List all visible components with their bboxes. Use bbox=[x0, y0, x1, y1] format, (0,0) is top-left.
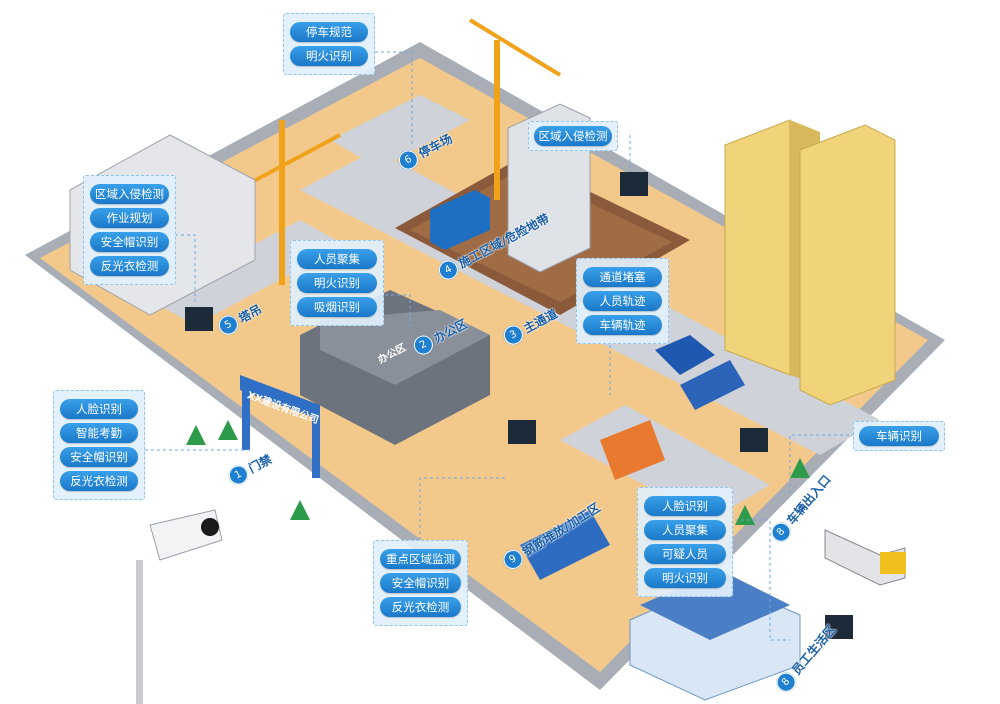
leader-line bbox=[735, 519, 790, 641]
panel-rebar: 重点区域监测 安全帽识别 反光衣检测 bbox=[373, 540, 468, 626]
feature-pill: 明火识别 bbox=[644, 568, 726, 588]
camera-lens bbox=[201, 518, 219, 536]
dump-truck-blue bbox=[680, 360, 745, 410]
brick-stack bbox=[600, 420, 665, 480]
parking-lot bbox=[330, 95, 470, 168]
tower-block-1 bbox=[724, 119, 791, 376]
feature-pill: 反光衣检测 bbox=[60, 471, 138, 491]
panel-tower-crane: 区域入侵检测 作业规划 安全帽识别 反光衣检测 bbox=[83, 175, 176, 285]
feature-pill: 人脸识别 bbox=[60, 399, 138, 419]
crane-jib-1 bbox=[468, 18, 562, 77]
panel-pit: 区域入侵检测 bbox=[528, 121, 618, 151]
panel-parking: 停车规范 明火识别 bbox=[283, 13, 375, 75]
leader-line bbox=[419, 477, 505, 540]
feature-pill: 吸烟识别 bbox=[297, 297, 377, 317]
tree bbox=[186, 425, 206, 445]
leader-line bbox=[175, 234, 196, 305]
feature-pill: 明火识别 bbox=[297, 273, 377, 293]
feature-pill: 反光衣检测 bbox=[90, 256, 169, 276]
gate-pillar-right bbox=[312, 418, 320, 478]
site-container bbox=[430, 190, 490, 250]
feature-pill: 人员聚集 bbox=[644, 520, 726, 540]
feature-pill: 人员聚集 bbox=[297, 249, 377, 269]
feature-pill: 通道堵塞 bbox=[583, 267, 662, 287]
feature-pill: 车辆识别 bbox=[859, 426, 939, 446]
office-roof bbox=[320, 310, 490, 385]
truck-cab bbox=[880, 552, 906, 574]
leader-line bbox=[789, 434, 855, 495]
panel-dorm: 人脸识别 人员聚集 可疑人员 明火识别 bbox=[637, 487, 733, 597]
panel-vehicle-exit: 车辆识别 bbox=[853, 421, 945, 451]
feature-pill: 车辆轨迹 bbox=[583, 315, 662, 335]
ai-box bbox=[508, 420, 536, 444]
ai-box bbox=[620, 172, 648, 196]
feature-pill: 人员轨迹 bbox=[583, 291, 662, 311]
feature-pill: 安全帽识别 bbox=[60, 447, 138, 467]
feature-pill: 明火识别 bbox=[290, 46, 368, 66]
ai-box bbox=[185, 307, 213, 331]
excavator bbox=[655, 335, 715, 375]
feature-pill: 反光衣检测 bbox=[380, 597, 461, 617]
gate-arch bbox=[240, 375, 320, 420]
feature-pill: 人脸识别 bbox=[644, 496, 726, 516]
feature-pill: 区域入侵检测 bbox=[534, 126, 612, 146]
panel-road: 通道堵塞 人员轨迹 车辆轨迹 bbox=[576, 258, 669, 344]
ai-box bbox=[825, 615, 853, 639]
dorm-roof bbox=[640, 570, 790, 640]
panel-office: 人员聚集 明火识别 吸烟识别 bbox=[290, 240, 384, 326]
feature-pill: 停车规范 bbox=[290, 22, 368, 42]
feature-pill: 区域入侵检测 bbox=[90, 184, 169, 204]
leader-line bbox=[375, 51, 413, 145]
tree bbox=[290, 500, 310, 520]
feature-pill: 安全帽识别 bbox=[380, 573, 461, 593]
panel-gate: 人脸识别 智能考勤 安全帽识别 反光衣检测 bbox=[53, 390, 145, 500]
tower-block-2 bbox=[799, 124, 896, 406]
feature-pill: 作业规划 bbox=[90, 208, 169, 228]
tree bbox=[218, 420, 238, 440]
camera-pole bbox=[136, 560, 143, 704]
feature-pill: 可疑人员 bbox=[644, 544, 726, 564]
feature-pill: 安全帽识别 bbox=[90, 232, 169, 252]
tree bbox=[790, 458, 810, 478]
rebar-truck bbox=[520, 510, 610, 580]
gate-pillar-left bbox=[242, 390, 250, 450]
ai-box bbox=[740, 428, 768, 452]
feature-pill: 重点区域监测 bbox=[380, 549, 461, 569]
leader-line bbox=[385, 294, 411, 330]
feature-pill: 智能考勤 bbox=[60, 423, 138, 443]
